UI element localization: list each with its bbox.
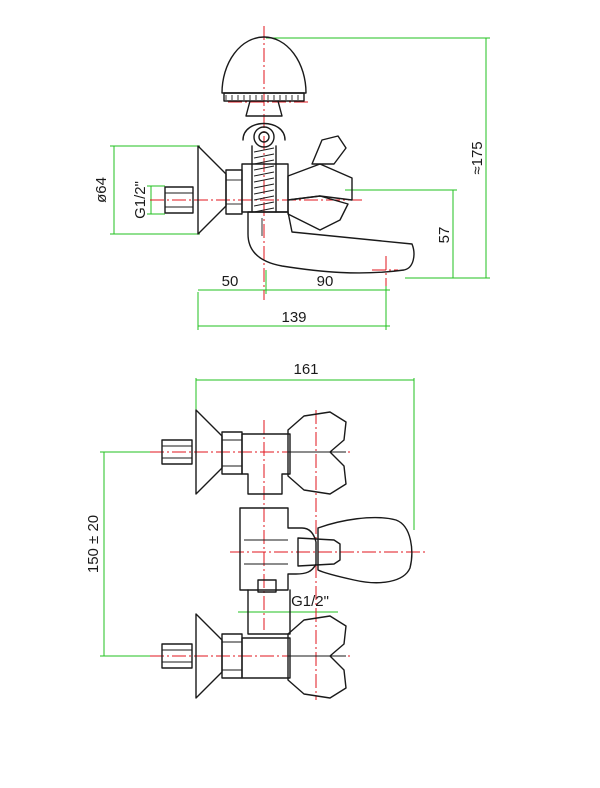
dim-length-90: 90 [317, 273, 334, 290]
dim-width-161: 161 [293, 361, 318, 378]
upper-handle [287, 411, 347, 495]
front-view-dimension-lines [100, 378, 415, 657]
dim-thread-front: G1/2" [291, 593, 329, 610]
diverter-lever [297, 516, 413, 584]
dim-length-139: 139 [281, 309, 306, 326]
side-view-center-lines [150, 26, 398, 300]
side-view-dimension-lines [110, 37, 490, 330]
dim-diameter-64: ø64 [93, 177, 110, 203]
upper-wall-connection [161, 409, 243, 495]
side-view: ø64 G1/2" ≈175 57 50 90 139 [93, 26, 490, 330]
dim-thread-side: G1/2" [132, 181, 149, 219]
side-mixer-body [241, 135, 415, 274]
dim-length-50: 50 [222, 273, 239, 290]
dim-height-57: 57 [436, 227, 453, 244]
dim-height-175: ≈175 [469, 141, 486, 174]
lower-wall-connection [161, 613, 243, 699]
side-wall-connection [164, 145, 243, 235]
front-mixer-body [239, 433, 317, 679]
hand-shower-head [221, 36, 307, 117]
lower-handle [287, 615, 347, 699]
hose-holder [242, 122, 286, 213]
front-view: 161 150 ± 20 G1/2" [85, 361, 426, 700]
dim-spacing-150: 150 ± 20 [85, 515, 102, 573]
